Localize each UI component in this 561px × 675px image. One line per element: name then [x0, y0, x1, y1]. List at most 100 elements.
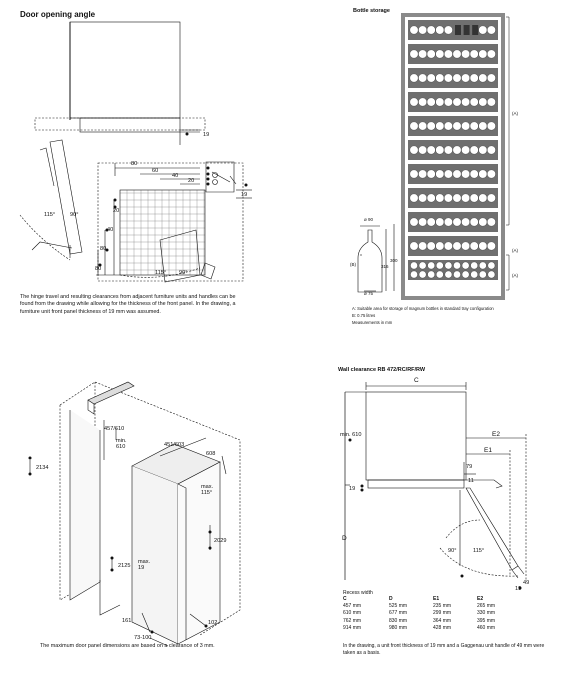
- bottle: [409, 193, 419, 203]
- bottle: [410, 270, 418, 279]
- bottle: [461, 217, 471, 227]
- dim-c: C: [414, 377, 419, 384]
- bottle: [478, 49, 488, 59]
- bottle: [418, 25, 428, 35]
- dim-2029: 2029: [214, 538, 226, 544]
- bottle-neck: [455, 25, 461, 35]
- bottle-neck: [472, 25, 479, 35]
- bottle: [426, 145, 436, 155]
- bottle: [435, 270, 444, 279]
- dim-49: 49: [523, 580, 529, 586]
- bottle: [452, 217, 462, 227]
- bottle: [486, 49, 496, 59]
- bottle: [469, 193, 479, 203]
- bottle: [461, 73, 471, 83]
- bottle: [443, 241, 453, 251]
- dim-e1: E1: [484, 447, 492, 454]
- bottle: [426, 25, 436, 35]
- bottle: [409, 121, 419, 131]
- bottle: [443, 169, 453, 179]
- bottle: [486, 25, 496, 35]
- bottle: [486, 193, 496, 203]
- bottle-height-300: 300: [390, 258, 398, 263]
- bottle: [487, 261, 496, 270]
- bottle: [435, 97, 445, 107]
- bottle: [469, 97, 479, 107]
- dim-60: 60: [152, 168, 158, 174]
- bottle-shelves: [408, 20, 498, 280]
- bottle: [418, 270, 427, 279]
- dim-19-a: 19: [203, 132, 209, 138]
- header-e1: E1: [433, 596, 440, 602]
- bottle: [444, 270, 453, 279]
- table-cell: 395 mm: [477, 617, 496, 624]
- bottle: [427, 270, 435, 279]
- dim-2125: 2125: [118, 563, 130, 569]
- bottle: [435, 121, 445, 131]
- bottle: [470, 270, 478, 279]
- bottle: [409, 145, 419, 155]
- bottle: [461, 241, 471, 251]
- angle-90-bottom: 90°: [179, 270, 187, 276]
- dim-79: 79: [466, 464, 472, 470]
- table-cell: 265 mm: [477, 603, 496, 610]
- bottle: [452, 49, 462, 59]
- bottle: [418, 121, 428, 131]
- bottle: [443, 25, 453, 35]
- bottle: [418, 261, 427, 270]
- table-row: 914 mm 980 mm 428 mm 460 mm: [343, 625, 505, 632]
- bottle: [444, 261, 453, 270]
- table-cell: 610 mm: [343, 610, 362, 617]
- bottle: [486, 145, 496, 155]
- dim-102: 102: [208, 620, 217, 626]
- dim-19-door: 19: [515, 586, 521, 592]
- table-cell: 525 mm: [389, 603, 408, 610]
- bottle: [461, 97, 471, 107]
- bottle-note-b: B: 0.75 litres: [352, 313, 376, 319]
- table-cell: 762 mm: [343, 617, 362, 624]
- header-e2: E2: [477, 596, 484, 602]
- bottle-notes: A: Suitable area for storage of magnum b…: [352, 305, 557, 327]
- bottle: [469, 49, 479, 59]
- bottle: [409, 25, 419, 35]
- bottle: [469, 145, 479, 155]
- bottle: [443, 49, 453, 59]
- bottle: [426, 241, 436, 251]
- bottle: [443, 97, 453, 107]
- dim-40: 40: [172, 173, 178, 179]
- bottle: [486, 169, 496, 179]
- dim-20: 20: [188, 178, 194, 184]
- bottle: [435, 241, 445, 251]
- angle-90-left: 90°: [70, 212, 78, 218]
- bottle: [409, 97, 419, 107]
- bottle: [486, 121, 496, 131]
- bottle: [443, 217, 453, 227]
- bottle: [426, 217, 436, 227]
- bottle: [470, 261, 478, 270]
- bottle: [469, 217, 479, 227]
- bottle: [435, 25, 445, 35]
- bottle: [478, 169, 488, 179]
- dim-max-19: max.19: [138, 559, 151, 571]
- bottle: [461, 261, 470, 270]
- dim-19-wall: 19: [349, 486, 355, 492]
- bottle: [418, 241, 428, 251]
- dim-80-top: 80: [131, 161, 137, 167]
- bottle: [478, 25, 488, 35]
- dim-457-610: 457/610: [104, 426, 124, 432]
- bottle-storage-title: Bottle storage: [353, 8, 390, 14]
- door-angle-caption: The hinge travel and resulting clearance…: [20, 294, 236, 315]
- dim-d: D: [342, 535, 347, 542]
- bottle-note-a: A: Suitable area for storage of magnum b…: [352, 306, 494, 311]
- installation-caption: The maximum door panel dimensions are ba…: [40, 643, 215, 649]
- table-cell: 980 mm: [389, 624, 408, 631]
- bottle-storage-diagram: (A) (A) (A) ø 90 316 300 ø 75 (B): [350, 13, 519, 300]
- table-cell: 428 mm: [433, 624, 452, 631]
- bottle: [478, 241, 488, 251]
- table-cell: 330 mm: [477, 610, 496, 617]
- bottle: [426, 73, 436, 83]
- bottle: [418, 169, 428, 179]
- bottle: [452, 193, 462, 203]
- bottle: [443, 193, 453, 203]
- bottle: [461, 270, 470, 279]
